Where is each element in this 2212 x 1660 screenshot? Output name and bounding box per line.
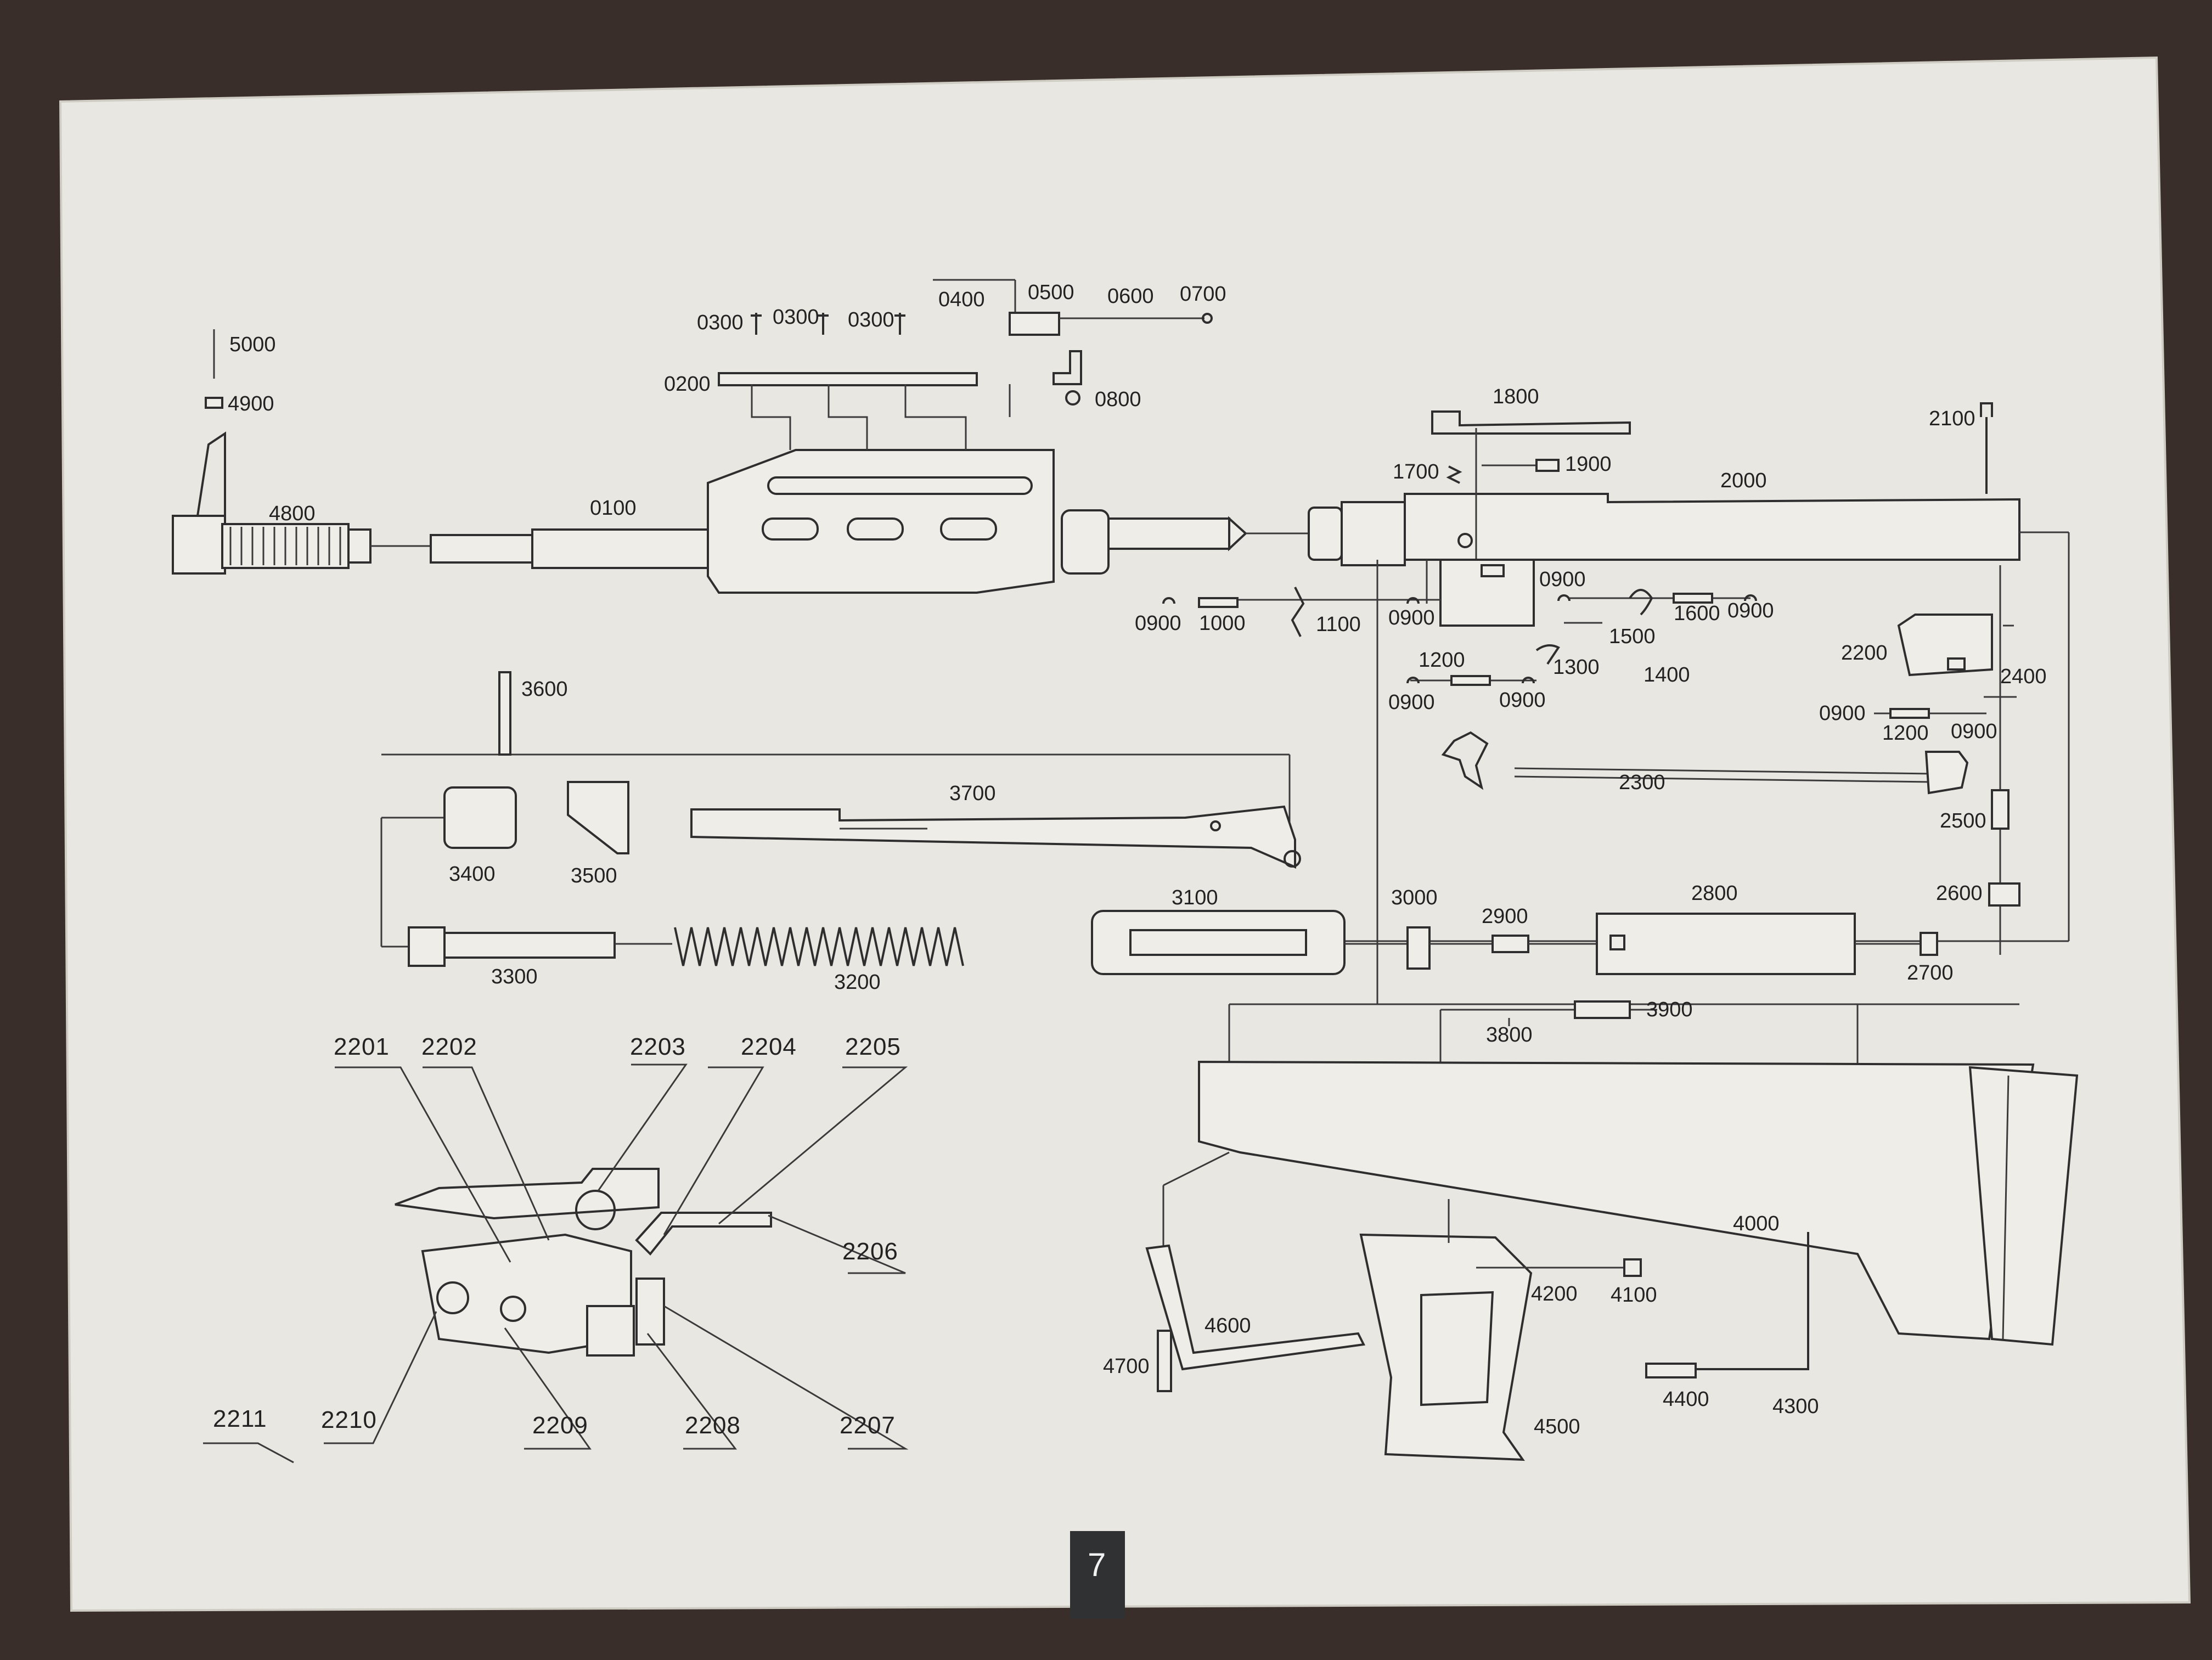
label-2206: 2206 bbox=[842, 1238, 898, 1265]
label-3200: 3200 bbox=[834, 971, 881, 994]
label-2800: 2800 bbox=[1691, 882, 1738, 905]
label-4000: 4000 bbox=[1733, 1212, 1780, 1235]
label-0900-e: 0900 bbox=[1388, 691, 1435, 714]
trigger-group bbox=[1162, 410, 1969, 795]
detail-leader-lines bbox=[203, 1063, 909, 1464]
page-number: 7 bbox=[1088, 1546, 1106, 1583]
label-0200: 0200 bbox=[664, 373, 711, 396]
sear-housing bbox=[1874, 402, 2020, 955]
label-3400: 3400 bbox=[449, 863, 496, 886]
label-2300: 2300 bbox=[1619, 771, 1665, 794]
label-1400: 1400 bbox=[1643, 663, 1690, 686]
label-2500: 2500 bbox=[1940, 809, 1986, 832]
label-0900-f: 0900 bbox=[1499, 689, 1546, 712]
label-0900-d: 0900 bbox=[1727, 599, 1774, 622]
label-3900: 3900 bbox=[1646, 998, 1693, 1021]
label-0900-c: 0900 bbox=[1539, 568, 1586, 591]
label-0900-b: 0900 bbox=[1388, 606, 1435, 629]
label-5000: 5000 bbox=[229, 333, 276, 356]
front-sight-and-muzzle bbox=[172, 329, 372, 575]
pistol-grip bbox=[1359, 1199, 1809, 1461]
label-2900: 2900 bbox=[1482, 905, 1528, 928]
label-1700: 1700 bbox=[1393, 460, 1439, 483]
label-1800: 1800 bbox=[1493, 385, 1539, 408]
label-2209: 2209 bbox=[532, 1412, 588, 1439]
label-2204: 2204 bbox=[741, 1033, 797, 1060]
label-2600: 2600 bbox=[1936, 882, 1983, 905]
spring-piston bbox=[408, 910, 1938, 975]
label-1100: 1100 bbox=[1316, 613, 1361, 636]
label-4300: 4300 bbox=[1772, 1395, 1819, 1418]
label-4700: 4700 bbox=[1103, 1355, 1150, 1378]
label-0100: 0100 bbox=[590, 497, 637, 520]
label-0400: 0400 bbox=[938, 288, 985, 311]
label-2208: 2208 bbox=[685, 1412, 741, 1439]
label-2210: 2210 bbox=[321, 1406, 377, 1433]
piston-parts bbox=[443, 671, 1301, 869]
label-2400: 2400 bbox=[2000, 665, 2047, 688]
label-4800: 4800 bbox=[269, 502, 316, 525]
label-0700: 0700 bbox=[1180, 283, 1226, 306]
label-1200-b: 1200 bbox=[1882, 722, 1929, 745]
label-1600: 1600 bbox=[1674, 602, 1720, 625]
label-0600: 0600 bbox=[1107, 285, 1154, 308]
label-0900-a: 0900 bbox=[1135, 612, 1181, 635]
label-3500: 3500 bbox=[571, 864, 617, 887]
label-0900-g: 0900 bbox=[1819, 702, 1866, 725]
label-4600: 4600 bbox=[1205, 1314, 1251, 1337]
handguard bbox=[707, 449, 1055, 594]
label-4100: 4100 bbox=[1611, 1284, 1657, 1307]
label-4500: 4500 bbox=[1534, 1415, 1580, 1438]
label-1200-a: 1200 bbox=[1419, 649, 1465, 672]
label-4900: 4900 bbox=[228, 392, 274, 415]
label-2205: 2205 bbox=[845, 1033, 901, 1060]
label-2000: 2000 bbox=[1720, 469, 1767, 492]
part-labels: 5000 4900 4800 0100 0200 0300 0300 0300 … bbox=[213, 281, 2047, 1439]
receiver-tube bbox=[1404, 493, 2020, 604]
stock bbox=[1162, 1000, 2079, 1346]
scope-rail bbox=[718, 313, 978, 450]
label-1300: 1300 bbox=[1553, 656, 1600, 679]
label-1900: 1900 bbox=[1565, 453, 1612, 476]
label-3600: 3600 bbox=[521, 678, 568, 701]
label-2100: 2100 bbox=[1929, 407, 1975, 430]
rear-sight-parts bbox=[933, 279, 1213, 417]
barrel bbox=[370, 528, 709, 569]
label-1000: 1000 bbox=[1199, 612, 1246, 635]
label-4400: 4400 bbox=[1663, 1388, 1709, 1411]
label-2203: 2203 bbox=[630, 1033, 686, 1060]
label-2201: 2201 bbox=[334, 1033, 390, 1060]
label-2700: 2700 bbox=[1907, 961, 1954, 984]
label-3100: 3100 bbox=[1172, 886, 1218, 909]
label-0300-b: 0300 bbox=[773, 306, 819, 329]
label-2207: 2207 bbox=[840, 1412, 896, 1439]
label-2202: 2202 bbox=[421, 1033, 477, 1060]
receiver-front bbox=[1061, 501, 1406, 575]
label-1500: 1500 bbox=[1609, 625, 1656, 648]
label-3000: 3000 bbox=[1391, 886, 1438, 909]
label-3700: 3700 bbox=[949, 782, 996, 805]
label-2200: 2200 bbox=[1841, 642, 1888, 665]
label-2211: 2211 bbox=[213, 1405, 267, 1432]
label-3800: 3800 bbox=[1486, 1023, 1533, 1046]
label-4200: 4200 bbox=[1531, 1282, 1578, 1306]
label-0300-a: 0300 bbox=[697, 311, 744, 334]
label-3300: 3300 bbox=[491, 965, 538, 988]
label-0900-h: 0900 bbox=[1951, 720, 1997, 743]
page-number-tab: 7 bbox=[1070, 1531, 1125, 1619]
label-0800: 0800 bbox=[1095, 388, 1141, 411]
label-0500: 0500 bbox=[1028, 281, 1074, 304]
label-0300-c: 0300 bbox=[848, 308, 894, 331]
trigger-guard-4600 bbox=[1145, 1244, 1366, 1392]
